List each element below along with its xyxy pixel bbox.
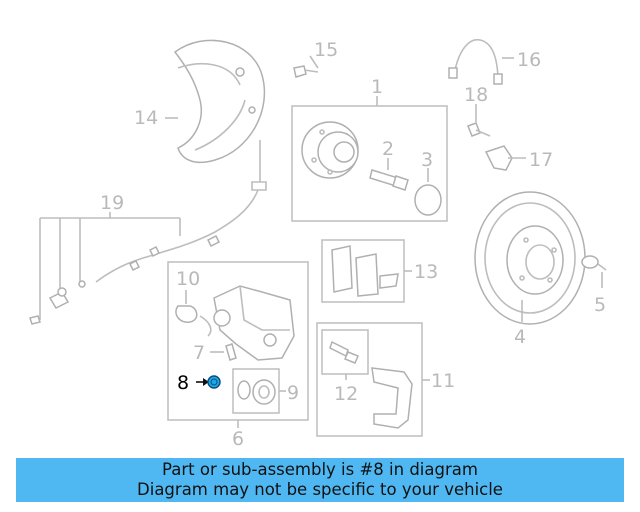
callout-15: 15 xyxy=(314,39,338,61)
callout-11: 11 xyxy=(431,370,455,392)
info-banner: Part or sub-assembly is #8 in diagram Di… xyxy=(16,458,624,502)
callout-16: 16 xyxy=(517,49,541,71)
part-5-screw xyxy=(581,255,607,288)
callout-5: 5 xyxy=(594,294,606,316)
callout-9: 9 xyxy=(287,382,299,404)
part-9-seals xyxy=(237,379,276,405)
callout-14: 14 xyxy=(134,107,158,129)
callout-6: 6 xyxy=(232,428,244,450)
callout-8: 8 xyxy=(177,372,189,394)
callout-13: 13 xyxy=(414,261,438,283)
callout-12: 12 xyxy=(334,383,358,405)
part-16-brake-hose xyxy=(448,39,514,85)
callout-7: 7 xyxy=(193,342,205,364)
callout-19: 19 xyxy=(100,192,124,214)
part-15-bolt xyxy=(293,55,319,78)
caliper-body xyxy=(199,285,295,361)
part-12-pins-box xyxy=(321,329,369,375)
callout-3: 3 xyxy=(421,149,433,171)
part-2-hub-bolt xyxy=(369,158,409,191)
part-19-abs-sensor xyxy=(29,140,267,325)
part-17-bracket xyxy=(484,145,526,171)
callout-4: 4 xyxy=(514,326,526,348)
part-12-guide-pins xyxy=(329,340,359,364)
part-11-caliper-bracket xyxy=(371,367,413,429)
banner-line-1: Part or sub-assembly is #8 in diagram xyxy=(162,460,478,479)
part-8-cap xyxy=(196,375,221,389)
callout-10: 10 xyxy=(176,268,200,290)
part-18-bolt xyxy=(467,104,491,137)
part-1-hub-box xyxy=(291,105,448,222)
banner-line-2: Diagram may not be specific to your vehi… xyxy=(137,480,503,499)
callout-1: 1 xyxy=(371,76,383,98)
callout-17: 17 xyxy=(529,149,553,171)
part-13-brake-pads xyxy=(331,245,399,297)
part-4-brake-rotor xyxy=(474,191,586,325)
part-7-bleeder xyxy=(210,343,237,361)
callout-18: 18 xyxy=(464,84,488,106)
part-10-caliper-spring xyxy=(175,290,198,323)
part-3-hub-cap xyxy=(414,168,442,216)
callout-2: 2 xyxy=(382,138,394,160)
part-1-hub xyxy=(301,121,359,179)
part-14-dust-shield xyxy=(165,39,266,164)
